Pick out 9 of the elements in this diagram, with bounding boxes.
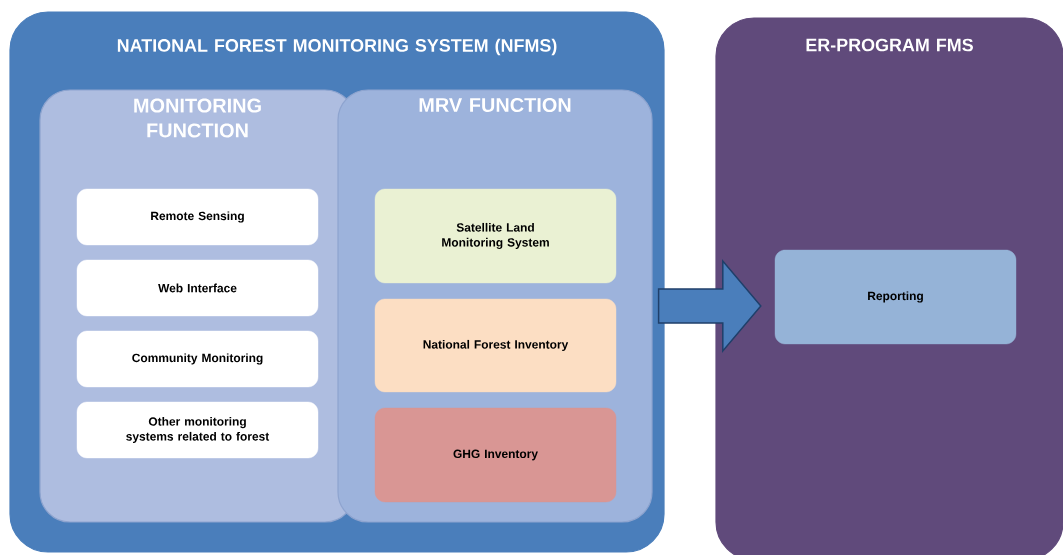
text-box: Reporting xyxy=(774,249,1017,345)
text-box: Web Interface xyxy=(76,259,319,317)
text-box: GHG Inventory xyxy=(374,407,617,503)
text-box: Community Monitoring xyxy=(76,330,319,388)
block-arrow xyxy=(657,258,762,354)
text-box: National Forest Inventory xyxy=(374,298,617,393)
text-box: Satellite Land Monitoring System xyxy=(374,188,617,284)
text-box: Other monitoring systems related to forest xyxy=(76,401,319,459)
text-box: Remote Sensing xyxy=(76,188,319,246)
